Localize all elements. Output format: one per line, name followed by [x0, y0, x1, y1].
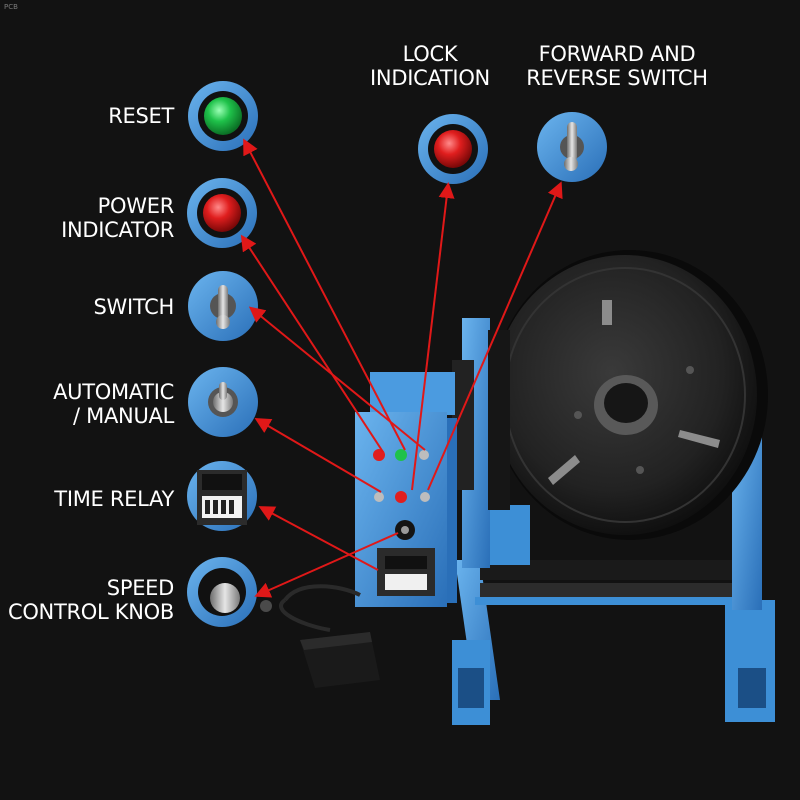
reset-callout [188, 81, 258, 151]
watermark: PCB [4, 3, 18, 11]
label-forward-reverse-switch: FORWARD AND REVERSE SWITCH [526, 42, 708, 90]
callout-arrows [240, 138, 563, 598]
automatic-manual-callout [188, 367, 258, 437]
speed-knob-callout [187, 557, 257, 627]
label-power-indicator: POWER INDICATOR [61, 194, 174, 242]
switch-callout [188, 271, 258, 341]
label-switch: SWITCH [93, 295, 174, 319]
control-box [355, 372, 457, 607]
lock-indication-callout [418, 114, 488, 184]
label-time-relay: TIME RELAY [54, 487, 174, 511]
label-lock-indication: LOCK INDICATION [370, 42, 490, 90]
foot-pedal [260, 584, 380, 688]
positioner-machine [452, 250, 775, 725]
power-indicator-callout [187, 178, 257, 248]
label-reset: RESET [108, 104, 174, 128]
label-automatic-manual: AUTOMATIC / MANUAL [53, 380, 174, 428]
label-speed-control-knob: SPEED CONTROL KNOB [7, 576, 174, 624]
time-relay-callout [187, 461, 257, 531]
forward-reverse-callout [537, 112, 607, 182]
